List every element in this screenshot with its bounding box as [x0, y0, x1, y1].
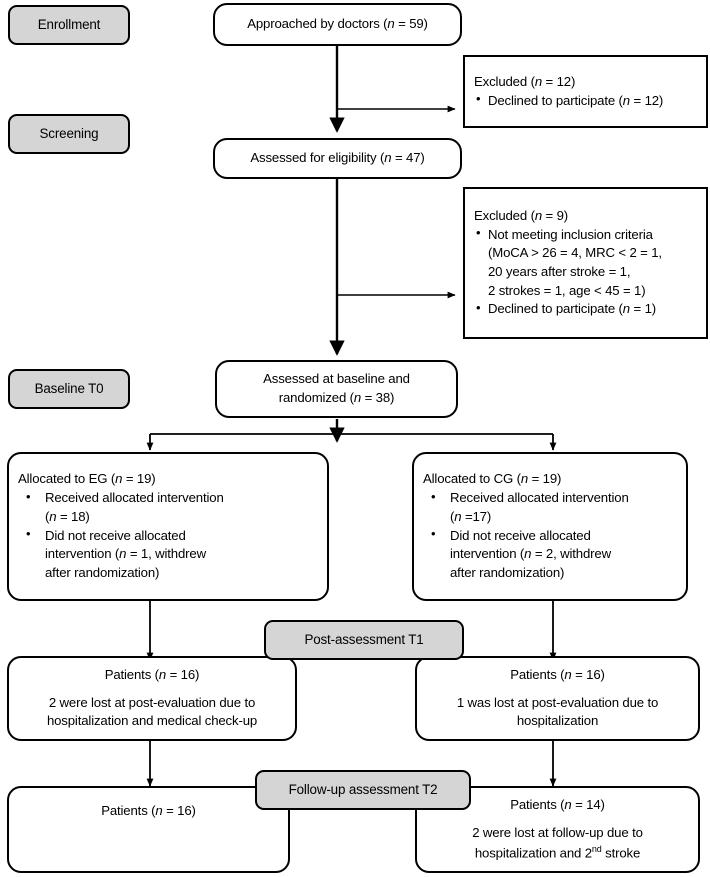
stage-label-post-assessment: Post-assessment T1 [264, 620, 464, 660]
stage-label-enrollment-text: Enrollment [37, 17, 101, 33]
node-approached-by-doctors-text: Approached by doctors (n = 59) [215, 15, 460, 34]
node-post-eg: Patients (n = 16) 2 were lost at post-ev… [7, 656, 297, 741]
node-allocated-eg-bullets: Received allocated intervention(n = 18) … [18, 489, 318, 583]
node-approached-by-doctors: Approached by doctors (n = 59) [213, 3, 462, 46]
node-post-eg-heading: Patients (n = 16) [104, 666, 200, 682]
list-item: Declined to participate (n = 12) [474, 91, 697, 111]
node-allocated-eg: Allocated to EG (n = 19) Received alloca… [7, 452, 329, 601]
node-post-eg-note-line2: hospitalization and medical check-up [46, 713, 258, 729]
spacer [9, 685, 295, 694]
stage-label-screening-text: Screening [39, 126, 99, 142]
italic-n: n [564, 797, 572, 813]
node-assessed-for-eligibility: Assessed for eligibility (n = 47) [213, 138, 462, 179]
list-item: Received allocated intervention(n =17) [423, 489, 677, 526]
stage-label-followup-assessment-text: Follow-up assessment T2 [288, 782, 438, 798]
node-allocated-cg-bullets: Received allocated intervention(n =17) D… [423, 489, 677, 583]
italic-n: n [387, 16, 395, 32]
italic-n: n [155, 803, 163, 819]
node-allocated-cg-heading: Allocated to CG (n = 19) [423, 471, 562, 487]
node-allocated-eg-heading: Allocated to EG (n = 19) [18, 471, 156, 487]
list-item: Declined to participate (n = 1) [474, 300, 697, 319]
node-assessed-for-eligibility-text: Assessed for eligibility (n = 47) [250, 150, 425, 166]
italic-n: n [384, 150, 392, 166]
italic-n: n [520, 471, 529, 487]
stage-label-post-assessment-text: Post-assessment T1 [304, 632, 424, 648]
node-assessed-at-baseline-line2: randomized (n = 38) [278, 390, 395, 405]
node-assessed-at-baseline: Assessed at baseline and randomized (n =… [215, 360, 458, 418]
node-post-cg-note-line1: 1 was lost at post-evaluation due to [456, 694, 659, 710]
stage-label-enrollment: Enrollment [8, 5, 130, 45]
node-allocated-cg: Allocated to CG (n = 19) Received alloca… [412, 452, 688, 601]
node-post-cg: Patients (n = 16) 1 was lost at post-eva… [415, 656, 700, 741]
node-follow-cg-note-line1: 2 were lost at follow-up due to [472, 824, 643, 840]
spacer [417, 685, 698, 694]
italic-n: n [353, 390, 362, 405]
node-follow-cg-note-line2: hospitalization and 2nd stroke [417, 843, 698, 863]
node-excluded-1: Excluded (n = 12) Declined to participat… [463, 55, 708, 128]
node-excluded-1-heading: Excluded (n = 12) [474, 73, 576, 89]
node-excluded-2-heading: Excluded (n = 9) [474, 207, 569, 223]
list-item: Not meeting inclusion criteria(MoCA > 26… [474, 225, 697, 301]
italic-n: n [158, 666, 167, 682]
note-line2-a: hospitalization and 2 [474, 845, 592, 861]
node-excluded-2-bullets: Not meeting inclusion criteria(MoCA > 26… [474, 225, 697, 320]
stage-label-followup-assessment: Follow-up assessment T2 [255, 770, 471, 810]
approached-label: Approached by doctors ( [247, 16, 388, 32]
node-follow-eg-heading: Patients (n = 16) [101, 803, 196, 819]
note-line2-sup: nd [591, 843, 602, 854]
stage-label-baseline-text: Baseline T0 [34, 381, 104, 397]
node-post-eg-note-line1: 2 were lost at post-evaluation due to [48, 694, 256, 710]
italic-n: n [534, 207, 542, 223]
node-excluded-1-bullets: Declined to participate (n = 12) [474, 91, 697, 111]
node-post-cg-note-line2: hospitalization [516, 713, 599, 729]
node-post-cg-heading: Patients (n = 16) [510, 666, 605, 682]
spacer [417, 815, 698, 824]
node-follow-eg: Patients (n = 16) [7, 786, 290, 873]
approached-value: = 59) [394, 16, 428, 32]
italic-n: n [534, 73, 542, 89]
italic-n: n [564, 666, 572, 682]
stage-label-screening: Screening [8, 114, 130, 154]
list-item: Received allocated intervention(n = 18) [18, 489, 318, 526]
stage-label-baseline: Baseline T0 [8, 369, 130, 409]
node-assessed-at-baseline-line1: Assessed at baseline and [263, 371, 410, 387]
node-excluded-2: Excluded (n = 9) Not meeting inclusion c… [463, 187, 708, 339]
note-line2-b: stroke [601, 845, 641, 861]
node-follow-cg-heading: Patients (n = 14) [510, 797, 605, 813]
italic-n: n [115, 471, 123, 487]
